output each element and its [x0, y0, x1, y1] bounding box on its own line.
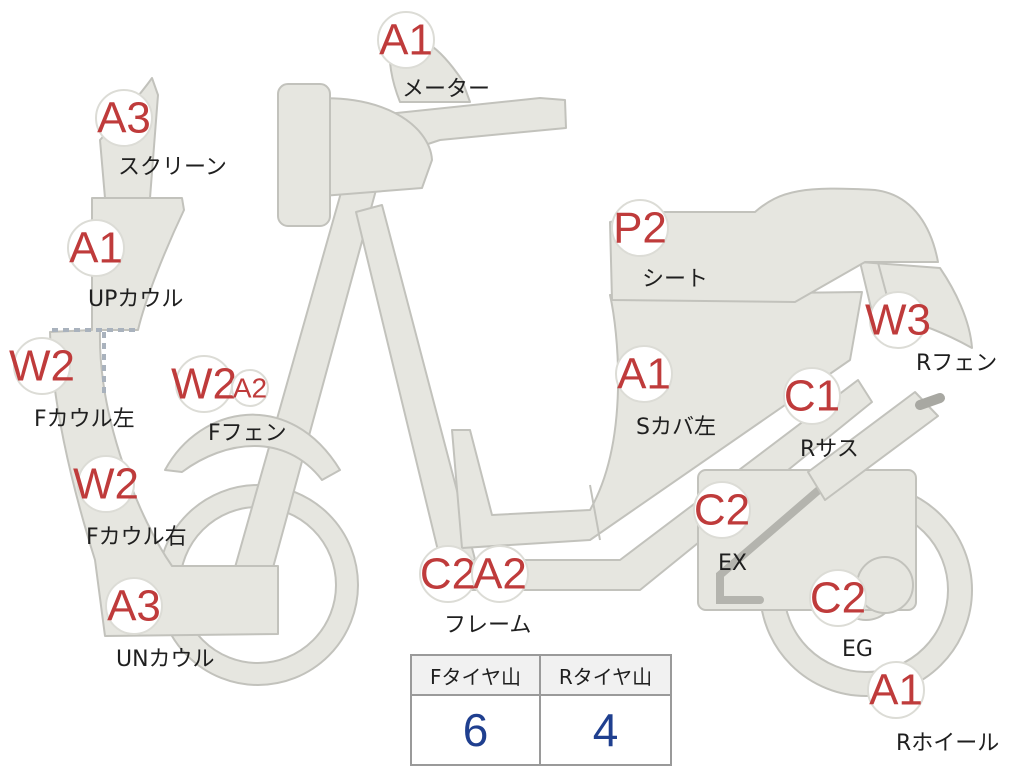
front-tire-tread-value: 6: [412, 696, 541, 764]
tire-tread-table: Fタイヤ山 Rタイヤ山 6 4: [410, 654, 672, 766]
front-fender: [164, 413, 341, 481]
seat: [609, 187, 939, 303]
badge-label: Fフェン: [208, 421, 287, 446]
badge-code: W2: [171, 360, 237, 409]
badge-frame: C2 A2 フレーム: [419, 545, 531, 638]
exhaust-pipe: [716, 466, 846, 604]
badge-code: W3: [865, 296, 931, 345]
rear-shock: [807, 391, 939, 501]
badge-under-cowl: A3 UNカウル: [105, 577, 215, 672]
badge-rear-suspension: C1 Rサス: [783, 367, 859, 462]
badge-code-secondary: A2: [233, 373, 267, 404]
badge-side-cover-left: A1 Sカバ左: [615, 345, 716, 440]
badge-label: EG: [842, 637, 873, 662]
badge-code: C1: [784, 372, 840, 421]
badge-code: C2: [694, 486, 750, 535]
badge-code-secondary: A2: [473, 550, 527, 599]
badge-front-fender: W2 A2 Fフェン: [171, 355, 287, 446]
rear-tire-tread-header: Rタイヤ山: [541, 656, 670, 696]
badge-label: フレーム: [444, 613, 531, 638]
badge-code: A1: [869, 666, 923, 715]
badge-upper-cowl: A1 UPカウル: [67, 219, 183, 312]
handle-grip: [277, 83, 331, 227]
badge-label: Fカウル左: [34, 407, 135, 432]
front-tire-tread-header: Fタイヤ山: [412, 656, 541, 696]
badge-code: A1: [69, 224, 123, 273]
badge-label: スクリーン: [118, 155, 227, 180]
badge-screen: A3 スクリーン: [95, 89, 227, 180]
badge-label: Rホイール: [896, 731, 999, 756]
badge-label: メーター: [402, 77, 490, 102]
badge-label: UPカウル: [88, 287, 183, 312]
badge-code: C2: [420, 550, 476, 599]
badge-label: シート: [642, 267, 708, 292]
badge-label: UNカウル: [116, 647, 215, 672]
badge-code: A3: [107, 582, 161, 631]
badge-code: C2: [810, 574, 866, 623]
badge-rear-wheel: A1 Rホイール: [867, 661, 999, 756]
badge-exhaust: C2 EX: [693, 481, 751, 576]
badge-front-cowl-right: W2 Fカウル右: [73, 455, 187, 550]
badge-seat: P2 シート: [611, 199, 708, 292]
badge-front-cowl-left: W2 Fカウル左: [9, 337, 135, 432]
badge-code: W2: [9, 342, 75, 391]
badge-code: P2: [613, 204, 667, 253]
rear-tire-tread-value: 4: [592, 704, 619, 756]
badge-label: Sカバ左: [636, 415, 716, 440]
badge-label: Rフェン: [916, 351, 997, 376]
badge-label: EX: [718, 551, 747, 576]
badge-code: W2: [73, 460, 139, 509]
badge-code: A1: [617, 350, 671, 399]
badge-label: Rサス: [800, 437, 859, 462]
badge-rear-fender: W3 Rフェン: [865, 291, 997, 376]
badge-meter: A1 メーター: [377, 11, 490, 102]
badge-code: A1: [379, 16, 433, 65]
badge-engine: C2 EG: [809, 569, 873, 662]
badge-label: Fカウル右: [86, 525, 187, 550]
badge-code: A3: [97, 94, 151, 143]
front-cowl: [49, 197, 279, 637]
